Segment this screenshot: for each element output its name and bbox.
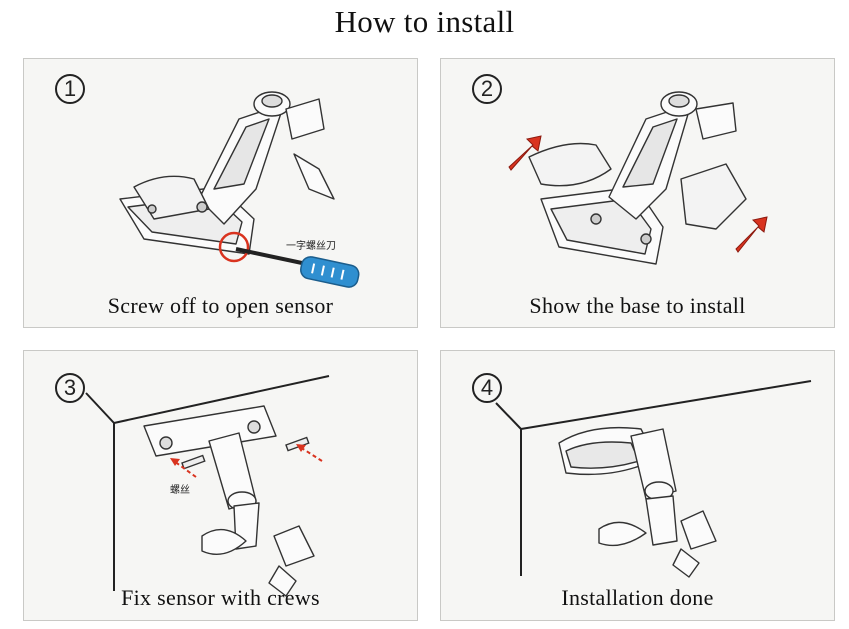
screw-label: 螺丝 [170, 485, 190, 496]
step-number-badge: 2 [472, 74, 502, 104]
arrow-up-left [508, 135, 542, 171]
step-1-illustration [119, 91, 360, 288]
screwdriver-label: 一字螺丝刀 [286, 241, 336, 252]
step-caption: Fix sensor with crews [121, 585, 320, 610]
step-number-badge: 4 [472, 373, 502, 403]
step-4-panel: 4 Installation done [440, 350, 835, 621]
step-number-badge: 3 [55, 373, 85, 403]
sensor-head [598, 521, 647, 547]
left-cover [528, 142, 612, 187]
step-caption: Screw off to open sensor [107, 293, 334, 318]
mount-plate [143, 405, 277, 457]
right-cover [680, 163, 747, 230]
sensor-head [201, 528, 247, 555]
sensor-head [695, 102, 737, 140]
screw-left [181, 454, 206, 470]
screw-right [285, 436, 310, 452]
step-2-panel: 2 Show the base to install [440, 58, 835, 328]
arrow-up-right [735, 216, 768, 253]
step-number-badge: 1 [55, 74, 85, 104]
screw-highlight-circle [218, 231, 250, 263]
step-4-illustration [495, 380, 812, 578]
sensor-head [293, 153, 335, 200]
arrow-right [299, 446, 323, 462]
step-caption: Show the base to install [529, 293, 746, 318]
step-caption: Installation done [561, 585, 714, 610]
step-2-illustration [508, 91, 768, 265]
step-3-panel: 3 螺丝 Fix sensor with crews [23, 350, 418, 621]
arrow-left [173, 460, 197, 478]
wall-corner [495, 380, 812, 576]
step-1-panel: 1 一字螺丝刀 Screw off to open sensor [23, 58, 418, 328]
screwdriver [235, 247, 360, 288]
wall-corner [85, 375, 330, 591]
step-3-illustration [85, 375, 330, 597]
page-title: How to install [334, 4, 515, 39]
sensor-arm [630, 428, 677, 500]
